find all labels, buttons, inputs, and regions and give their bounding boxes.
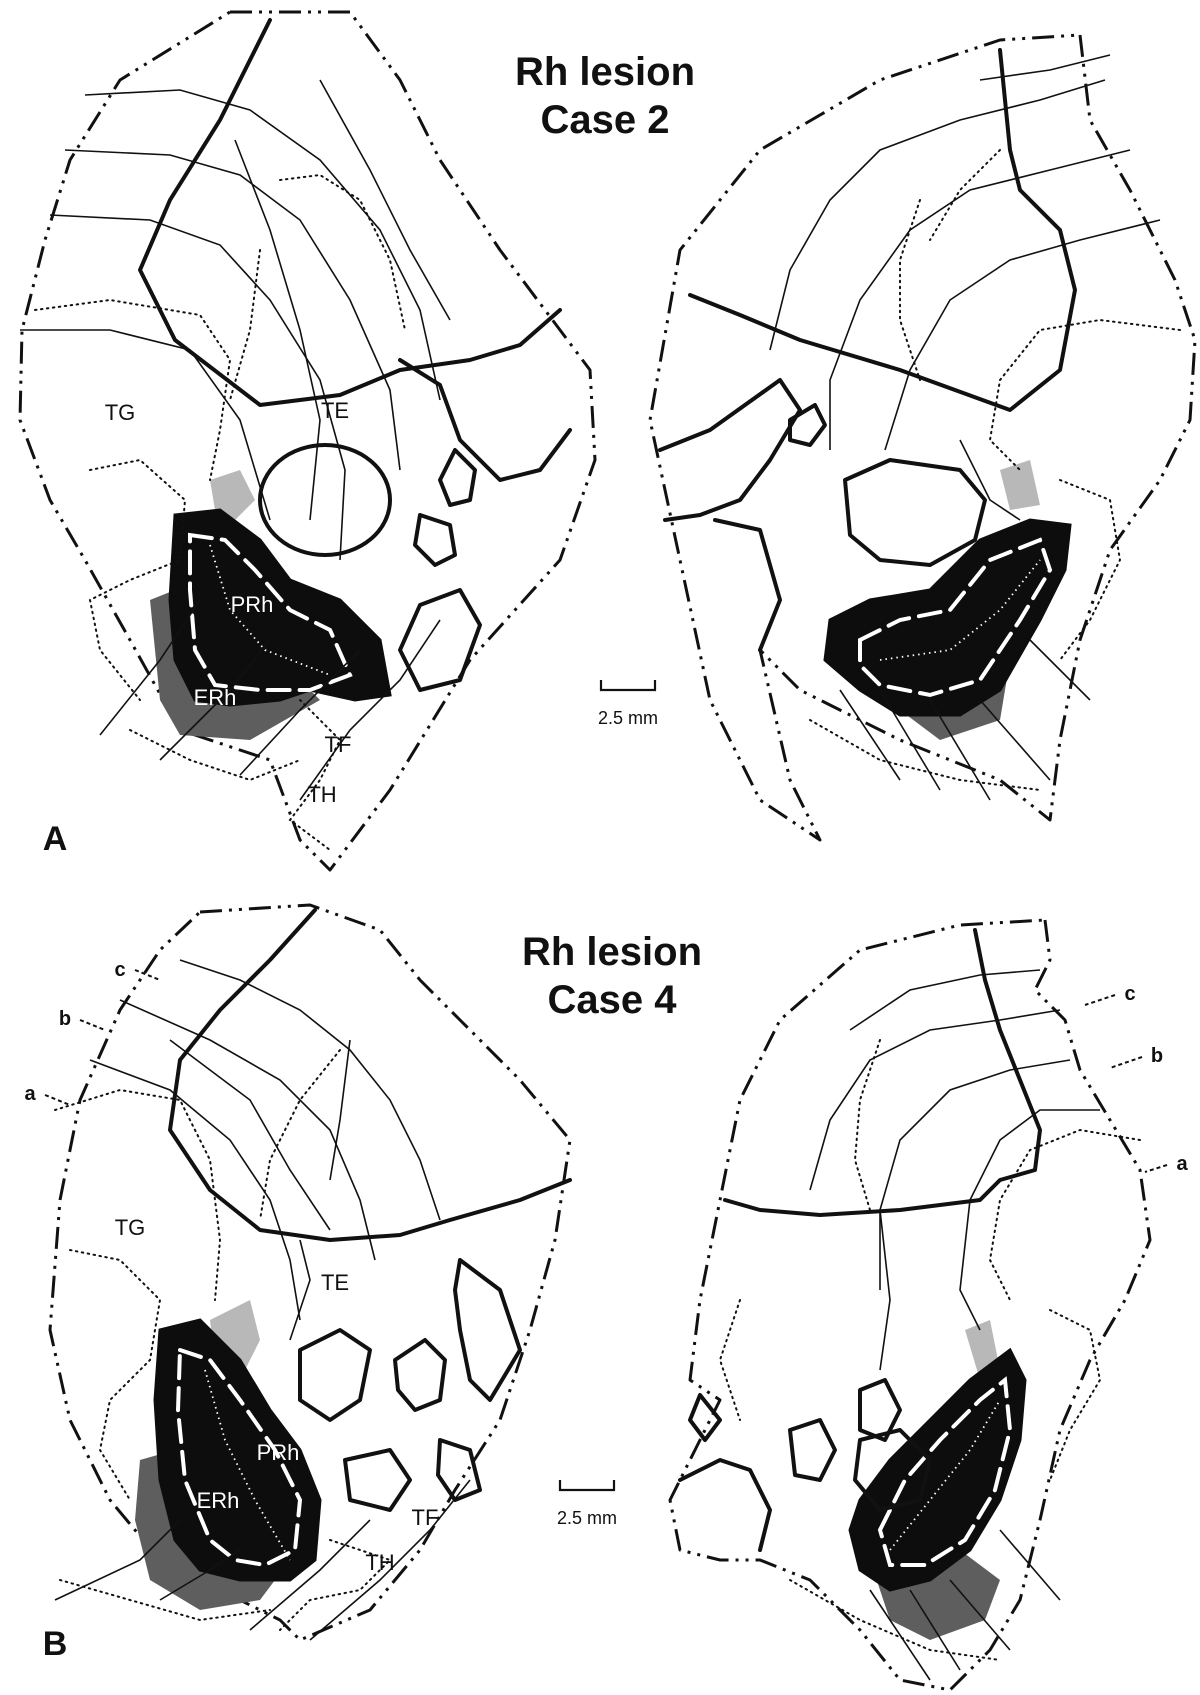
panel-b-right-line-9 [1000,1530,1060,1600]
panel-a-label-tg: TG [105,400,136,425]
panel-b-label-erh: ERh [197,1488,240,1513]
panel-a-left-loop-4 [400,590,480,690]
panel-b-right-hemisphere: c b a [670,920,1188,1690]
panel-b-scale-label: 2.5 mm [557,1508,617,1528]
panel-b-right-line-3 [960,1110,1100,1330]
panel-a-right-dotted-1 [990,320,1180,470]
panel-b-left-arrow-a [45,1095,70,1105]
panel-a-right-line-2 [830,150,1130,450]
panel-a-right-sulcus-1 [690,50,1075,410]
panel-b-right-line-1 [810,1010,1060,1190]
panel-a-right-line-10 [1030,640,1090,700]
panel-b-left-loop-4 [345,1450,410,1510]
panel-b-label-prh: PRh [257,1440,300,1465]
panel-b-right-dotted-2 [1050,1310,1100,1480]
panel-b-left-arrow-b [80,1020,105,1030]
panel-a-letter: A [43,820,68,858]
panel-a-left-loop-1 [260,445,390,555]
panel-a-right-line-1 [770,80,1105,350]
panel-a-label-th: TH [307,782,336,807]
panel-a-left-line-3 [50,215,345,560]
panel-b-left-loop-3 [438,1440,480,1500]
panel-b-label-th: TH [365,1550,394,1575]
panel-b-left-line-1 [180,960,440,1220]
panel-b-right-marker-c: c [1124,983,1135,1005]
panel-a-title-line2: Case 2 [541,98,670,142]
panel-b-left-line-4 [170,1040,330,1230]
panel-a-right-line-3 [885,220,1160,450]
panel-b-left-hemisphere: TG TE PRh ERh TF TH c b a [24,905,570,1640]
panel-a-scale-bar: 2.5 mm [598,680,658,728]
panel-a-title-line1: Rh lesion [515,50,695,94]
panel-b-right-loop-1 [790,1420,835,1480]
panel-b-left-loop-1 [300,1330,370,1420]
panel-b-right-sulcus-3 [680,1460,770,1550]
panel-a: Rh lesion Case 2 [20,12,1195,870]
panel-b-label-tg: TG [115,1215,146,1240]
panel-b-right-line-2 [880,1060,1070,1290]
panel-b: Rh lesion Case 4 [24,905,1188,1690]
panel-b-right-sulcus-1 [725,930,1040,1215]
panel-a-right-dotted-3 [900,200,920,380]
panel-a-left-sulcus-2 [400,360,570,480]
panel-b-scale-bar-line [560,1480,614,1490]
panel-a-label-tf: TF [325,732,352,757]
panel-b-right-dotted-1 [990,1130,1140,1300]
panel-a-right-loop-2 [845,460,985,565]
panel-a-label-te: TE [321,398,349,423]
panel-a-right-lateral-shading [1000,460,1040,510]
panel-b-title-line1: Rh lesion [522,930,702,974]
panel-b-right-arrow-c [1085,995,1115,1005]
panel-b-right-marker-a: a [1176,1153,1188,1175]
panel-b-title-line2: Case 4 [548,978,678,1022]
panel-b-left-marker-c: c [114,959,125,981]
panel-a-left-dotted-1 [35,300,230,480]
panel-a-left-brain-outline [20,12,595,870]
panel-a-scale-label: 2.5 mm [598,708,658,728]
panel-a-right-dotted-5 [930,150,1000,240]
panel-b-label-tf: TF [412,1505,439,1530]
panel-b-right-dotted-3 [855,1040,880,1210]
panel-a-label-erh: ERh [194,685,237,710]
panel-a-right-sulcus-2 [660,380,800,520]
panel-b-label-te: TE [321,1270,349,1295]
panel-b-left-dotted-1 [55,1090,220,1300]
panel-b-letter: B [43,1625,68,1663]
panel-b-right-marker-b: b [1151,1045,1163,1067]
panel-b-left-line-6 [290,1240,310,1340]
panel-a-right-hemisphere [650,35,1195,840]
panel-b-left-marker-a: a [24,1083,36,1105]
panel-a-label-prh: PRh [231,592,274,617]
panel-b-right-dotted-5 [720,1300,740,1420]
panel-b-scale-bar: 2.5 mm [557,1480,617,1528]
panel-b-left-line-3 [90,1060,300,1320]
panel-a-left-sulcus-1 [140,20,560,405]
panel-b-left-loop-2 [395,1340,445,1410]
panel-b-left-marker-b: b [59,1008,71,1030]
panel-a-right-dotted-2 [1060,480,1120,660]
panel-a-left-loop-3 [415,515,455,565]
panel-b-left-sulcus-2 [455,1260,520,1400]
panel-a-left-hemisphere: TG TE PRh ERh TF TH [20,12,595,870]
panel-b-left-arrow-c [135,970,160,980]
panel-a-scale-bar-line [601,680,655,690]
panel-a-right-loop-1 [790,405,825,445]
panel-a-right-dotted-4 [810,720,1040,790]
panel-b-right-arrow-b [1110,1057,1142,1068]
panel-a-right-line-9 [980,700,1050,780]
panel-a-left-dotted-4 [290,700,340,850]
panel-b-right-line-5 [880,1210,890,1370]
panel-a-right-lesion [825,520,1070,715]
panel-a-left-loop-2 [440,450,475,505]
panel-b-right-arrow-a [1145,1165,1167,1172]
panel-a-left-dotted-3 [280,175,405,330]
panel-b-right-line-4 [850,970,1040,1030]
panel-a-left-line-1 [85,90,440,400]
panel-a-right-sulcus-3 [715,520,780,650]
panel-b-left-line-5 [330,1040,350,1180]
